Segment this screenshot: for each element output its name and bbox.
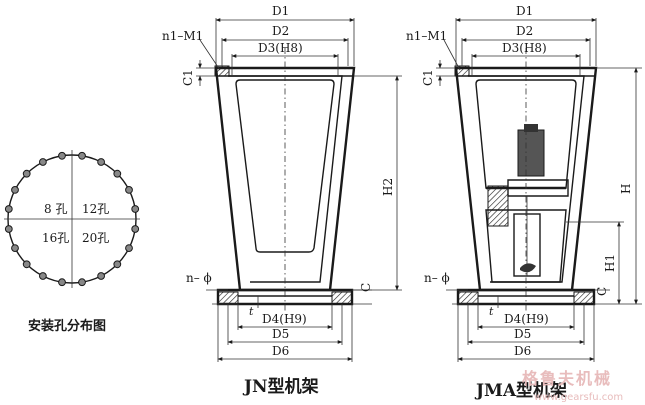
bolt-hole (4, 225, 13, 233)
jma-dim-c: C (595, 287, 609, 296)
quadrant-label-16: 16孔 (42, 231, 69, 245)
jma-dim-d2: D2 (516, 24, 533, 38)
jn-top-bolt-hatch (214, 65, 230, 77)
jma-caption: JMA型机架 (474, 380, 567, 401)
jma-dim-d5: D5 (514, 327, 531, 341)
bolt-hole (78, 278, 86, 287)
bolt-hole (125, 186, 133, 194)
watermark-brand: 格鲁夫机械 (522, 369, 612, 388)
bolt-hole (39, 158, 47, 166)
watermark-url: www.gearsfu.com (534, 392, 623, 403)
jma-dim-d6: D6 (514, 344, 531, 358)
jma-dim-h1: H1 (603, 254, 617, 272)
bolt-hole (22, 169, 31, 178)
bolt-hole (11, 186, 19, 194)
jn-label-n-phi: n– ϕ (186, 271, 212, 285)
hole-distribution-diagram: 8 孔 12孔 16孔 20孔 安装孔分布图 (4, 150, 140, 334)
bolt-hole (58, 278, 66, 287)
jma-dim-h: H (619, 184, 633, 194)
jma-dim-c1: C1 (421, 69, 435, 86)
jn-inner-window (235, 79, 335, 253)
jma-dim-d1: D1 (516, 4, 533, 18)
jn-frame-drawing: D1 D2 D3(H8) n1–M1 C1 H2 n– ϕ t C (162, 4, 402, 397)
bolt-hole (39, 272, 47, 280)
bolt-hole (22, 260, 31, 269)
bolt-hole (131, 205, 140, 213)
quadrant-label-8: 8 孔 (44, 202, 67, 216)
jn-dim-c: C (359, 283, 373, 292)
bolt-hole (113, 169, 122, 178)
jma-lower-window (485, 209, 567, 283)
jma-dim-t: t (489, 305, 494, 318)
bolt-hole (97, 272, 105, 280)
quadrant-label-20: 20孔 (82, 231, 109, 245)
hole-diagram-caption: 安装孔分布图 (28, 318, 106, 334)
jn-dim-d6: D6 (272, 344, 289, 358)
jma-upper-window (475, 79, 577, 189)
jma-coupling-hatch (487, 185, 509, 227)
jma-motor-block (517, 129, 545, 177)
jn-dim-d5: D5 (272, 327, 289, 341)
quadrant-label-12: 12孔 (82, 202, 109, 216)
jn-dim-d2: D2 (272, 24, 289, 38)
bolt-hole (11, 244, 19, 253)
jn-label-n1m1: n1–M1 (162, 29, 203, 43)
jn-dim-d4: D4(H9) (262, 312, 307, 326)
jn-dim-d1: D1 (272, 4, 289, 18)
jma-label-n1m1: n1–M1 (406, 29, 447, 43)
bolt-hole (58, 151, 66, 160)
jn-dim-c1: C1 (181, 69, 195, 86)
watermark: 格鲁夫机械 www.gearsfu.com (522, 369, 623, 403)
bolt-hole (97, 158, 105, 166)
jn-caption: JN型机架 (242, 376, 319, 397)
jn-dim-h2: H2 (381, 178, 395, 196)
bolt-hole (4, 205, 13, 213)
bolt-hole (113, 260, 122, 269)
jma-dim-d3: D3(H8) (502, 41, 547, 55)
bolt-hole (131, 225, 140, 233)
jma-dim-d4: D4(H9) (504, 312, 549, 326)
bolt-hole (125, 244, 133, 253)
jma-frame-drawing: D1 D2 D3(H8) n1–M1 C1 H H1 n– ϕ t C (406, 4, 642, 401)
jn-dim-t: t (249, 305, 254, 318)
jn-dim-d3: D3(H8) (258, 41, 303, 55)
jma-label-n-phi: n– ϕ (424, 271, 450, 285)
bolt-hole (78, 151, 86, 160)
bolt-holes (4, 151, 140, 287)
